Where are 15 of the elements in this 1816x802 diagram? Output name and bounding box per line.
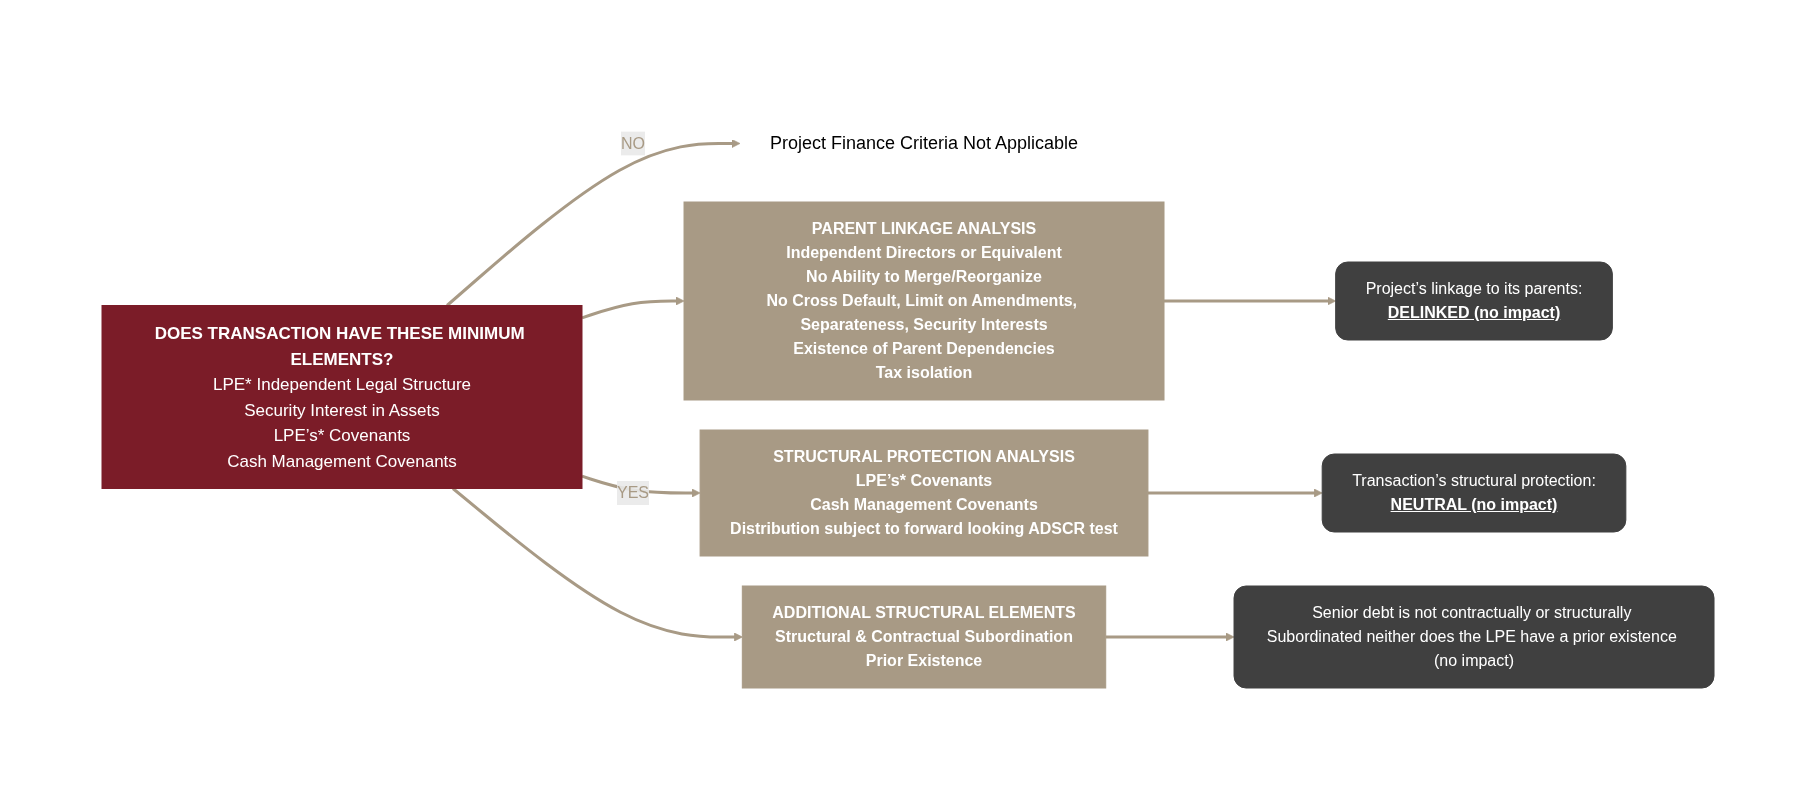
node-box: Senior debt is not contractually or structurally Subordinated neither does the LPE have a prior existence (no impact) xyxy=(1233,585,1715,688)
arrow xyxy=(446,138,741,307)
node-box: STRUCTURAL PROTECTION ANALYSIS LPE’s* Covenants Cash Management Covenants Distribution subject to forward looking ADSCR test xyxy=(699,429,1149,556)
node-box: Transaction’s structural protection: NEUTRAL (no impact) xyxy=(1321,453,1627,532)
node-text: Project Finance Criteria Not Applicable xyxy=(769,132,1079,153)
arrow xyxy=(581,296,685,319)
arrow xyxy=(1164,296,1337,305)
node-box: Project’s linkage to its parents: DELINKED (no impact) xyxy=(1335,261,1613,340)
node-box: DOES TRANSACTION HAVE THESE MINIMUM ELEMENTS? LPE* Independent Legal Structure Security Interest in Assets LPE’s* Covenants Cash Management Covenants xyxy=(101,304,583,489)
edge-label: NO xyxy=(620,134,645,151)
edge-label: YES xyxy=(616,483,649,501)
node-box: ADDITIONAL STRUCTURAL ELEMENTS Structural & Contractual Subordination Prior Existence xyxy=(741,585,1107,688)
arrow xyxy=(1105,632,1235,641)
arrow xyxy=(1147,488,1323,497)
node-box: PARENT LINKAGE ANALYSIS Independent Directors or Equivalent No Ability to Merge/Reorganize No Cross Default, Limit on Amendments, Separateness, Security Interests Existence of Parent Dependencies Tax isolation xyxy=(683,201,1165,400)
